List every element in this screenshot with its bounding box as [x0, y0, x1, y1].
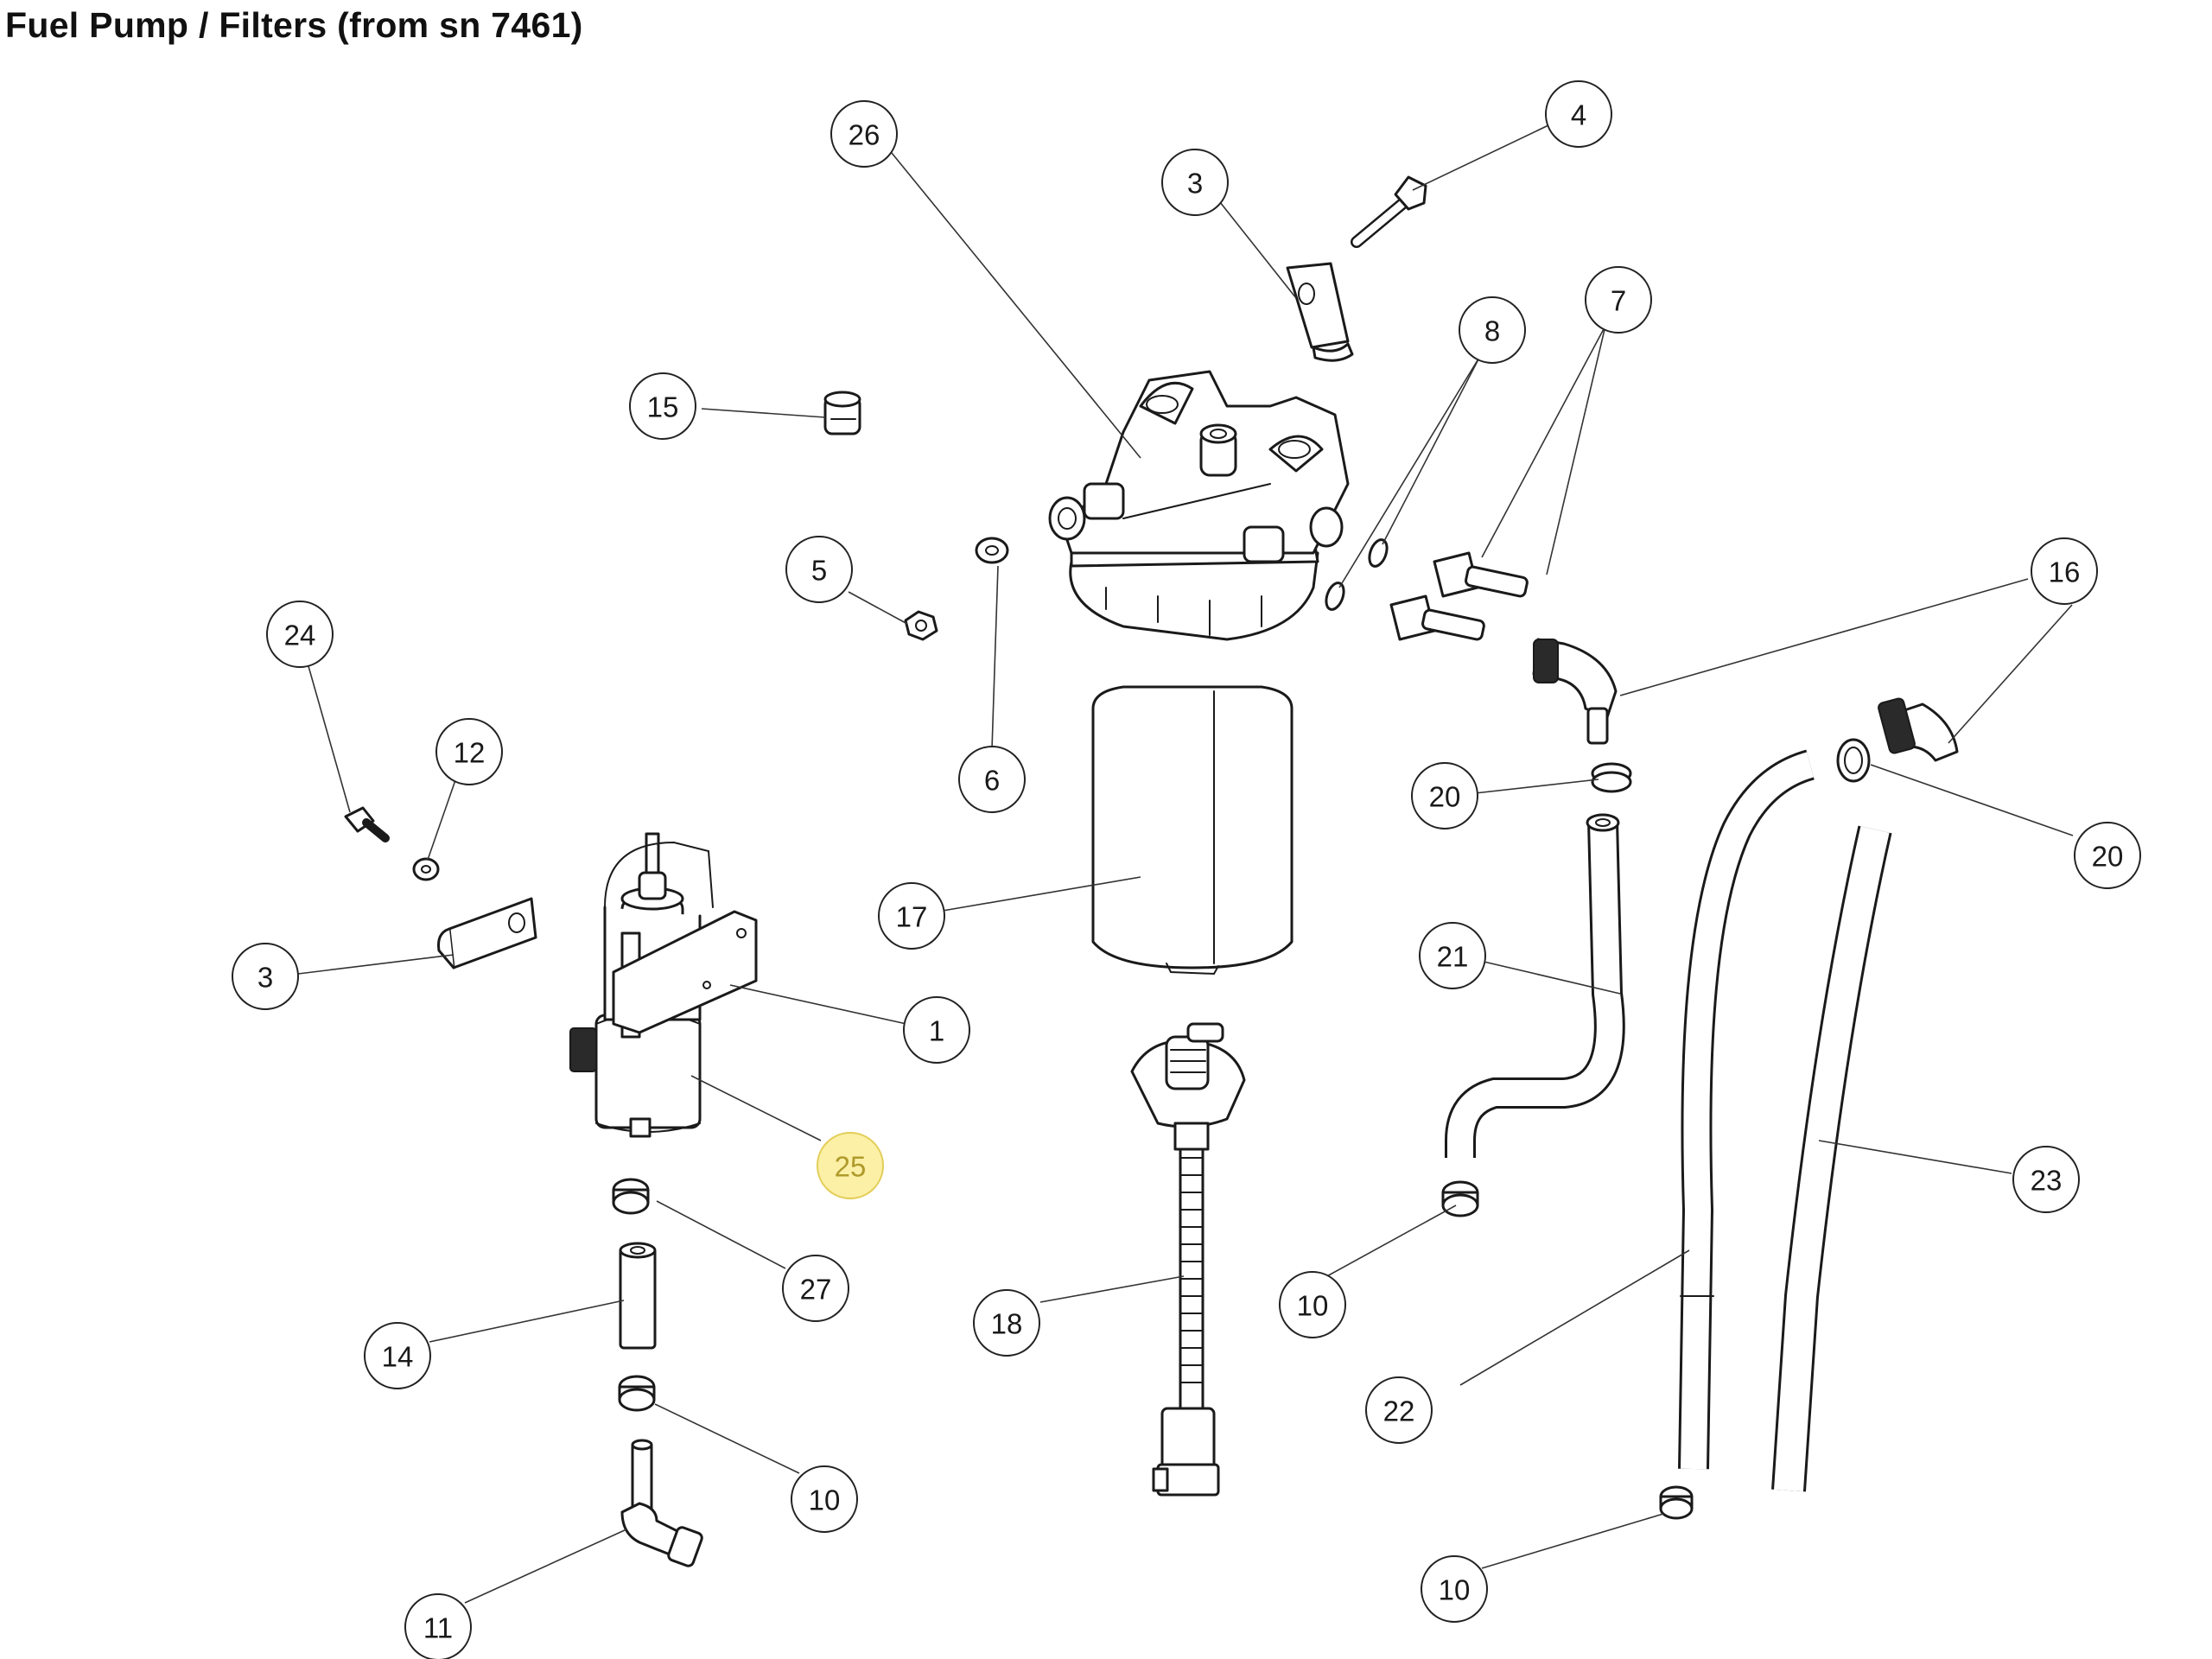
washer-part [975, 537, 1009, 564]
callout-26[interactable]: 26 [830, 100, 898, 168]
callout-circle[interactable] [958, 746, 1026, 813]
callout-circle[interactable] [629, 372, 696, 440]
diagram-title: Fuel Pump / Filters (from sn 7461) [5, 5, 583, 45]
callout-5[interactable]: 5 [785, 536, 853, 603]
callout-circle[interactable] [2074, 822, 2141, 889]
callout-circle[interactable] [1279, 1271, 1346, 1338]
callout-circle[interactable] [404, 1593, 472, 1659]
callout-27[interactable]: 27 [782, 1255, 849, 1322]
hose-piece-part [619, 1242, 657, 1350]
fitting-part [1389, 551, 1529, 641]
nut-part [904, 610, 938, 641]
elbow-part [620, 1439, 703, 1567]
callout-22[interactable]: 22 [1365, 1376, 1433, 1444]
callout-circle[interactable] [1545, 80, 1612, 148]
callout-circle[interactable] [2031, 537, 2098, 605]
bolt-part [1351, 175, 1427, 248]
callout-3b[interactable]: 3 [232, 943, 299, 1010]
elbow-fitting-part [1532, 638, 1959, 762]
fuel-pump-part [569, 832, 758, 1138]
callout-circle[interactable] [973, 1289, 1040, 1357]
callout-circle[interactable] [903, 996, 970, 1064]
callout-6[interactable]: 6 [958, 746, 1026, 813]
callout-circle[interactable] [1585, 266, 1652, 334]
callout-10b[interactable]: 10 [791, 1465, 858, 1533]
callout-15[interactable]: 15 [629, 372, 696, 440]
callout-circle[interactable] [266, 601, 334, 668]
callout-25[interactable]: 25 [817, 1132, 884, 1199]
hose-clamp-part [1591, 762, 1632, 793]
hose-clamp-part [1441, 1180, 1479, 1217]
washer-part [412, 857, 440, 881]
callout-10c[interactable]: 10 [1421, 1555, 1488, 1623]
callout-3a[interactable]: 3 [1161, 149, 1229, 216]
callout-20b[interactable]: 20 [2074, 822, 2141, 889]
hose-clamp-part [1836, 738, 1871, 783]
bracket-part [1286, 262, 1354, 362]
callout-21[interactable]: 21 [1419, 922, 1486, 989]
hose-part [1771, 825, 1892, 1492]
callout-circle[interactable] [2012, 1146, 2080, 1213]
callout-circle[interactable] [1421, 1555, 1488, 1623]
callout-circle[interactable] [232, 943, 299, 1010]
callout-circle[interactable] [791, 1465, 858, 1533]
callout-circle[interactable] [830, 100, 898, 168]
callout-24[interactable]: 24 [266, 601, 334, 668]
filter-head-part [1048, 370, 1350, 641]
bracket-part [437, 897, 537, 969]
hose-part [1678, 749, 1815, 1470]
callout-1[interactable]: 1 [903, 996, 970, 1064]
callout-8[interactable]: 8 [1459, 296, 1526, 364]
callout-11[interactable]: 11 [404, 1593, 472, 1659]
hose-clamp-part [1659, 1485, 1694, 1520]
callout-circle[interactable] [1419, 922, 1486, 989]
hose-clamp-part [612, 1178, 650, 1215]
hose-part [1445, 813, 1625, 1158]
callout-circle[interactable] [1161, 149, 1229, 216]
callout-20a[interactable]: 20 [1411, 762, 1478, 830]
callout-circle[interactable] [878, 882, 945, 950]
callout-circle[interactable] [435, 718, 503, 785]
plug-part [823, 391, 861, 435]
callout-circle[interactable] [1459, 296, 1526, 364]
callout-17[interactable]: 17 [878, 882, 945, 950]
leader-lines [290, 124, 2074, 1604]
callout-14[interactable]: 14 [364, 1322, 431, 1389]
callout-23[interactable]: 23 [2012, 1146, 2080, 1213]
screw-part [344, 806, 390, 842]
callout-circle[interactable] [1411, 762, 1478, 830]
callout-circle[interactable] [364, 1322, 431, 1389]
callout-7[interactable]: 7 [1585, 266, 1652, 334]
callout-18[interactable]: 18 [973, 1289, 1040, 1357]
filter-cartridge-part [1091, 685, 1294, 976]
o-ring-part [1325, 538, 1389, 611]
callout-circle[interactable] [1365, 1376, 1433, 1444]
callout-10a[interactable]: 10 [1279, 1271, 1346, 1338]
hose-clamp-part [618, 1375, 656, 1412]
callout-16[interactable]: 16 [2031, 537, 2098, 605]
callout-4[interactable]: 4 [1545, 80, 1612, 148]
sensor-part [1130, 1022, 1246, 1497]
callout-circle[interactable] [817, 1132, 884, 1199]
callout-circle[interactable] [785, 536, 853, 603]
callout-circle[interactable] [782, 1255, 849, 1322]
callout-12[interactable]: 12 [435, 718, 503, 785]
